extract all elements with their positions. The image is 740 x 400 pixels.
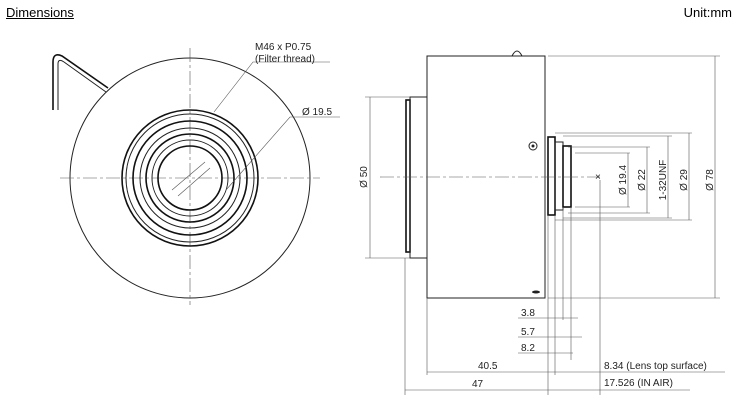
cable bbox=[52, 54, 109, 110]
front-view: M46 x P0.75 (Filter thread) Ø 19.5 bbox=[52, 42, 340, 305]
dia-29-label: Ø 29 bbox=[679, 169, 690, 191]
dia-50-label: Ø 50 bbox=[359, 166, 370, 188]
thread-label: M46 x P0.75 bbox=[255, 42, 312, 53]
dia-19-4-label: Ø 19.4 bbox=[618, 165, 629, 195]
dia-78-label: Ø 78 bbox=[705, 169, 716, 191]
side-view: × Ø 50 Ø 19.4 Ø 22 1-32UNF Ø 29 Ø 78 3.8 bbox=[359, 50, 725, 395]
lens-top-surface: 8.34 (Lens top surface) bbox=[604, 361, 707, 372]
svg-text:×: × bbox=[595, 172, 601, 183]
thread-note: (Filter thread) bbox=[255, 54, 315, 65]
page-title: Dimensions bbox=[6, 5, 74, 20]
dim-40-5: 40.5 bbox=[478, 361, 498, 372]
unit-label: Unit:mm bbox=[683, 5, 732, 20]
dim-47: 47 bbox=[472, 379, 484, 390]
unf-thread-label: 1-32UNF bbox=[658, 160, 669, 201]
dia-22-label: Ø 22 bbox=[637, 169, 648, 191]
in-air-distance: 17.526 (IN AIR) bbox=[604, 378, 673, 389]
dim-3-8: 3.8 bbox=[521, 308, 535, 319]
dim-5-7: 5.7 bbox=[521, 327, 535, 338]
dim-8-2: 8.2 bbox=[521, 343, 535, 354]
lens-circle bbox=[157, 145, 223, 211]
dia-19-5-label: Ø 19.5 bbox=[302, 107, 332, 118]
